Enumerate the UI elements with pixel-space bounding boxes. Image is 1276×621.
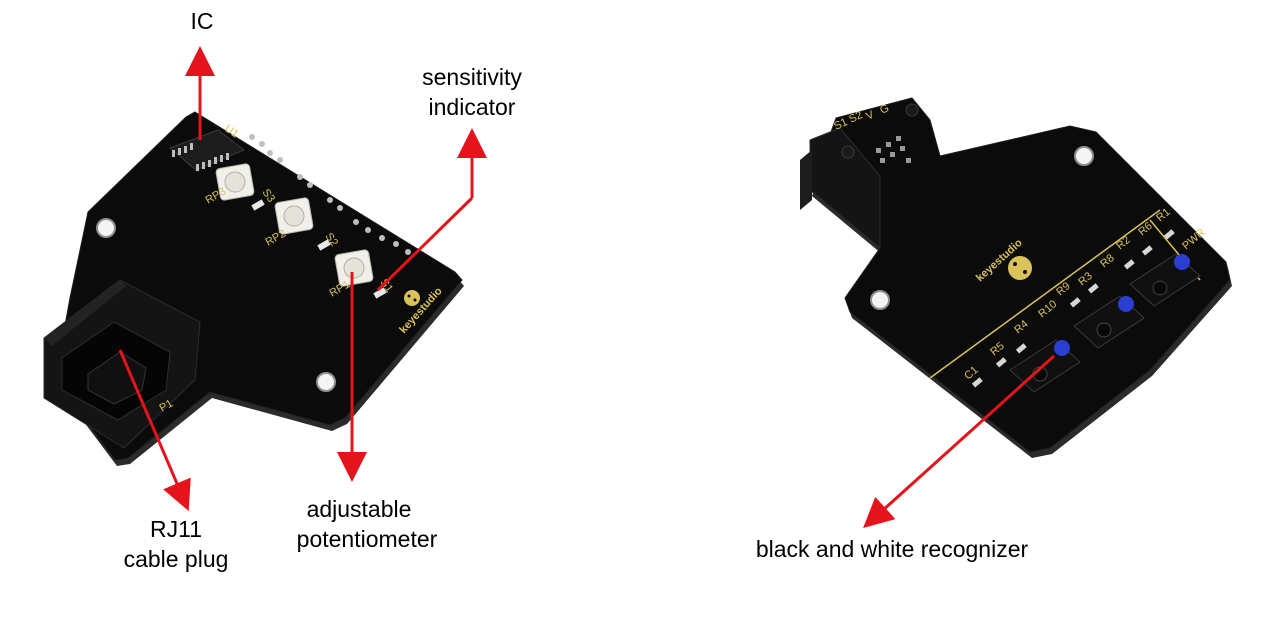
- left-board: U1 RP3 RP2 RP1 S3 S2 S1: [43, 111, 464, 466]
- potentiometer-rp2: [274, 197, 314, 235]
- keyestudio-logo-right: [1008, 256, 1032, 280]
- label-sensitivity-line1: sensitivity: [422, 64, 522, 90]
- indicator-led-s2: [317, 239, 331, 251]
- ic-chip: [169, 129, 245, 171]
- mount-hole: [316, 372, 336, 392]
- mount-hole: [1074, 146, 1094, 166]
- label-potentiometer-line1: adjustable: [306, 496, 412, 522]
- potentiometer-rp3: [215, 163, 255, 201]
- smd-pads: [876, 136, 911, 163]
- label-potentiometer-line2: potentiometer: [296, 526, 438, 552]
- callout-arrows: [118, 46, 1056, 529]
- arrow-rj11: [118, 349, 191, 512]
- label-rj11-line2: cable plug: [123, 546, 229, 572]
- smd-components: [971, 229, 1175, 388]
- potentiometer-rp1: [334, 249, 374, 287]
- keyestudio-logo: [404, 290, 420, 306]
- header-pads: [249, 134, 411, 255]
- label-sensitivity-line2: indicator: [428, 94, 516, 120]
- mount-hole: [870, 290, 890, 310]
- indicator-led-s1: [373, 287, 387, 299]
- rj11-connector-back: [800, 127, 881, 250]
- rj11-connector: [43, 279, 201, 449]
- ir-sensor: [1129, 253, 1201, 307]
- arrow-sensitivity: [376, 196, 474, 292]
- indicator-led-s3: [251, 199, 265, 211]
- label-rj11-line1: RJ11: [150, 516, 202, 542]
- label-ic: IC: [190, 8, 214, 34]
- label-recognizer: black and white recognizer: [755, 536, 1029, 562]
- arrow-recognizer: [863, 354, 1056, 529]
- silk-p1: P1: [158, 397, 176, 414]
- ir-sensor: [1073, 295, 1145, 349]
- right-board: S1 S2 V G keyestudio: [800, 97, 1232, 458]
- mount-hole: [96, 218, 116, 238]
